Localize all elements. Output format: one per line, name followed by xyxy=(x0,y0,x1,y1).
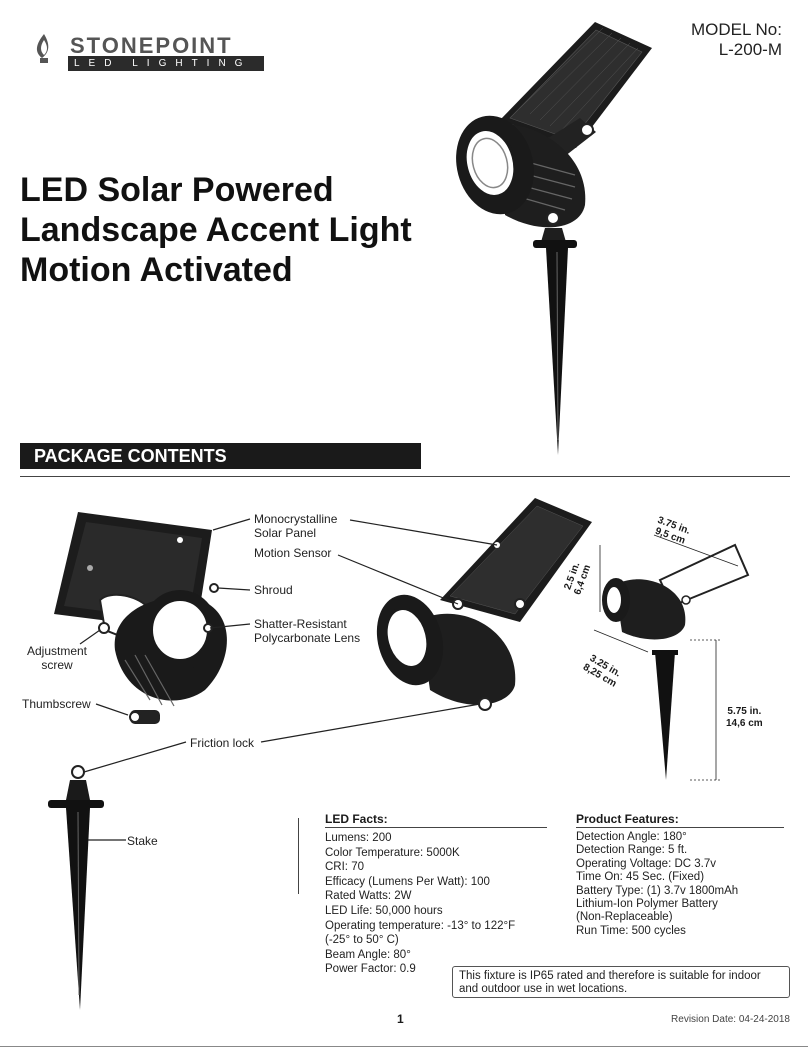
bottom-rule xyxy=(0,1046,808,1047)
model-number: MODEL No: L-200-M xyxy=(691,20,782,60)
callout-stake: Stake xyxy=(127,834,158,848)
model-label: MODEL No: xyxy=(690,20,782,39)
hero-product-image xyxy=(456,22,652,455)
callout-solar-panel-line2: Solar Panel xyxy=(254,526,317,540)
callout-solar-panel-line1: Monocrystalline xyxy=(254,512,338,526)
callout-leaders xyxy=(79,518,498,841)
callout-lens-line1: Shatter-Resistant xyxy=(254,617,347,631)
title-line-3: Motion Activated xyxy=(20,251,293,289)
callout-shroud: Shroud xyxy=(254,583,293,597)
page-number: 1 xyxy=(397,1012,404,1026)
led-fact-item: Color Temperature: 5000K xyxy=(325,846,460,859)
product-feature-item: Detection Range: 5 ft. xyxy=(576,844,688,857)
section-divider xyxy=(20,476,790,477)
assembled-view-image xyxy=(376,498,592,711)
led-fact-item: Power Factor: 0.9 xyxy=(325,963,416,976)
ip65-notice: This fixture is IP65 rated and therefore… xyxy=(452,966,790,998)
callout-solar-panel: Monocrystalline Solar Panel xyxy=(254,512,337,540)
revision-date: Revision Date: 04-24-2018 xyxy=(671,1014,790,1025)
product-features: Product Features: Detection Angle: 180°D… xyxy=(576,812,784,938)
led-fact-item: Rated Watts: 2W xyxy=(325,890,412,903)
led-facts-heading: LED Facts: xyxy=(325,812,388,826)
product-feature-item: Detection Angle: 180° xyxy=(576,831,687,843)
dimension-stake: 5.75 in. 14,6 cm xyxy=(726,706,763,730)
product-features-rule xyxy=(576,827,784,828)
page-title: LED Solar Powered Landscape Accent Light… xyxy=(20,170,412,290)
product-feature-item: (Non-Replaceable) xyxy=(576,911,673,924)
led-fact-item: LED Life: 50,000 hours xyxy=(325,904,443,917)
callout-adjustment-line2: screw xyxy=(41,658,73,672)
callout-motion-sensor: Motion Sensor xyxy=(254,546,332,560)
callout-adjustment-line1: Adjustment xyxy=(26,644,88,658)
led-fact-item: CRI: 70 xyxy=(325,861,364,874)
product-features-list: Detection Angle: 180°Detection Range: 5 … xyxy=(576,831,784,938)
product-feature-item: Lithium-Ion Polymer Battery xyxy=(576,898,718,911)
led-fact-item: Efficacy (Lumens Per Watt): 100 xyxy=(325,875,490,888)
dimension-stake-cm: 14,6 cm xyxy=(726,718,763,729)
dimension-drawing xyxy=(593,534,750,781)
brand-logo-mark xyxy=(36,34,49,63)
product-feature-item: Battery Type: (1) 3.7v 1800mAh xyxy=(576,884,739,897)
led-fact-item: (-25° to 50° C) xyxy=(325,934,399,947)
led-fact-item: Beam Angle: 80° xyxy=(325,948,411,961)
exploded-view-image xyxy=(54,512,227,724)
facts-vertical-rule xyxy=(298,818,299,894)
callout-thumbscrew: Thumbscrew xyxy=(22,697,91,711)
callout-friction-lock: Friction lock xyxy=(190,736,255,750)
callout-adjustment-screw: Adjustment screw xyxy=(22,644,92,672)
stake-image xyxy=(48,765,104,1010)
brand-name: STONEPOINT xyxy=(70,33,233,58)
product-features-heading: Product Features: xyxy=(576,812,679,826)
callout-lens-line2: Polycarbonate Lens xyxy=(254,631,361,645)
led-facts-rule xyxy=(325,827,547,828)
product-feature-item: Time On: 45 Sec. (Fixed) xyxy=(576,871,705,884)
title-line-1: LED Solar Powered xyxy=(20,171,334,209)
section-heading: PACKAGE CONTENTS xyxy=(20,443,421,469)
led-fact-item: Operating temperature: -13° to 122°F xyxy=(325,919,516,932)
led-fact-item: Lumens: 200 xyxy=(325,832,392,844)
model-value: L-200-M xyxy=(718,40,782,59)
dimension-stake-in: 5.75 in. xyxy=(727,706,762,717)
title-line-2: Landscape Accent Light xyxy=(20,211,412,249)
product-feature-item: Run Time: 500 cycles xyxy=(576,924,686,937)
callout-lens: Shatter-Resistant Polycarbonate Lens xyxy=(254,617,360,645)
product-feature-item: Operating Voltage: DC 3.7v xyxy=(576,857,716,870)
brand-tagline: LED LIGHTING xyxy=(68,56,264,71)
